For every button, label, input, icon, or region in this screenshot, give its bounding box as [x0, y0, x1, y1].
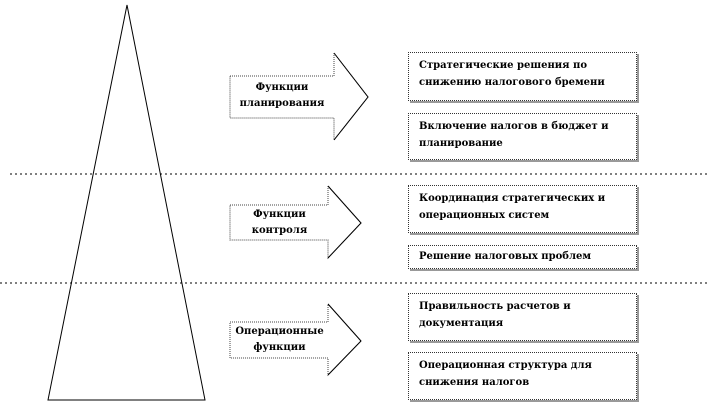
arrow-operational	[229, 302, 362, 377]
box-strategic-decisions: Стратегические решения по снижению налог…	[408, 52, 637, 101]
arrow-label-planning: Функции планирования	[239, 82, 325, 109]
arrow-label-operational: Операционные функции	[235, 326, 324, 353]
box-operational-structure: Операционная структура для снижения нало…	[408, 352, 637, 400]
box-tax-problems: Решение налоговых проблем	[408, 245, 637, 269]
box-coordination: Координация стратегических и операционны…	[408, 185, 637, 233]
box-calculation-correctness: Правильность расчетов и документация	[408, 293, 637, 341]
box-budget-inclusion: Включение налогов в бюджет и планировани…	[408, 113, 637, 160]
pyramid-triangle	[47, 4, 206, 401]
arrow-label-control: Функции контроля	[251, 209, 308, 236]
